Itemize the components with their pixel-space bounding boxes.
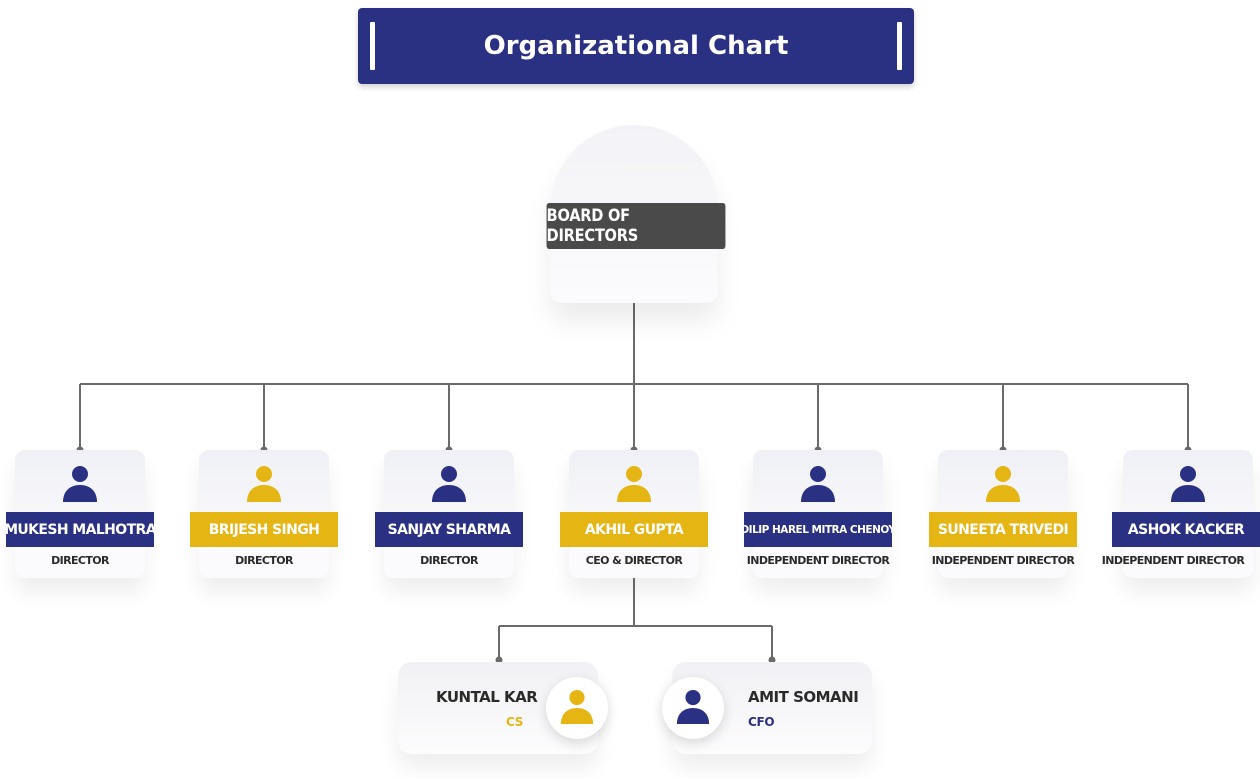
person-icon — [560, 689, 594, 725]
report-role: CFO — [748, 715, 775, 729]
person-icon — [432, 466, 466, 502]
director-name: DILIP HAREL MITRA CHENOY — [744, 512, 892, 547]
report-name: KUNTAL KAR — [436, 688, 538, 706]
report-avatar — [662, 677, 724, 739]
person-icon — [1171, 466, 1205, 502]
title-banner: Organizational Chart — [358, 8, 914, 84]
director-name: AKHIL GUPTA — [560, 512, 708, 547]
director-role: DIRECTOR — [235, 554, 293, 567]
director-role: INDEPENDENT DIRECTOR — [931, 554, 1075, 567]
director-name: ASHOK KACKER — [1112, 512, 1260, 547]
board-label: BOARD OF DIRECTORS — [546, 203, 726, 249]
report-role: CS — [506, 715, 524, 729]
person-icon — [247, 466, 281, 502]
director-name: SUNEETA TRIVEDI — [929, 512, 1077, 547]
chart-title: Organizational Chart — [483, 31, 789, 61]
director-role: CEO & DIRECTOR — [585, 554, 683, 567]
director-role: INDEPENDENT DIRECTOR — [1101, 554, 1245, 567]
director-name: SANJAY SHARMA — [375, 512, 523, 547]
person-icon — [63, 466, 97, 502]
director-role: DIRECTOR — [51, 554, 109, 567]
report-name: AMIT SOMANI — [748, 688, 859, 706]
director-role: INDEPENDENT DIRECTOR — [746, 554, 890, 567]
director-name: MUKESH MALHOTRA — [6, 512, 154, 547]
connector-dot — [495, 656, 503, 664]
title-left-tick — [370, 22, 375, 70]
person-icon — [617, 466, 651, 502]
connector-dot — [768, 656, 776, 664]
director-role: DIRECTOR — [420, 554, 478, 567]
report-avatar — [546, 677, 608, 739]
director-name: BRIJESH SINGH — [190, 512, 338, 547]
person-icon — [801, 466, 835, 502]
person-icon — [986, 466, 1020, 502]
person-icon — [676, 689, 710, 725]
title-right-tick — [897, 22, 902, 70]
